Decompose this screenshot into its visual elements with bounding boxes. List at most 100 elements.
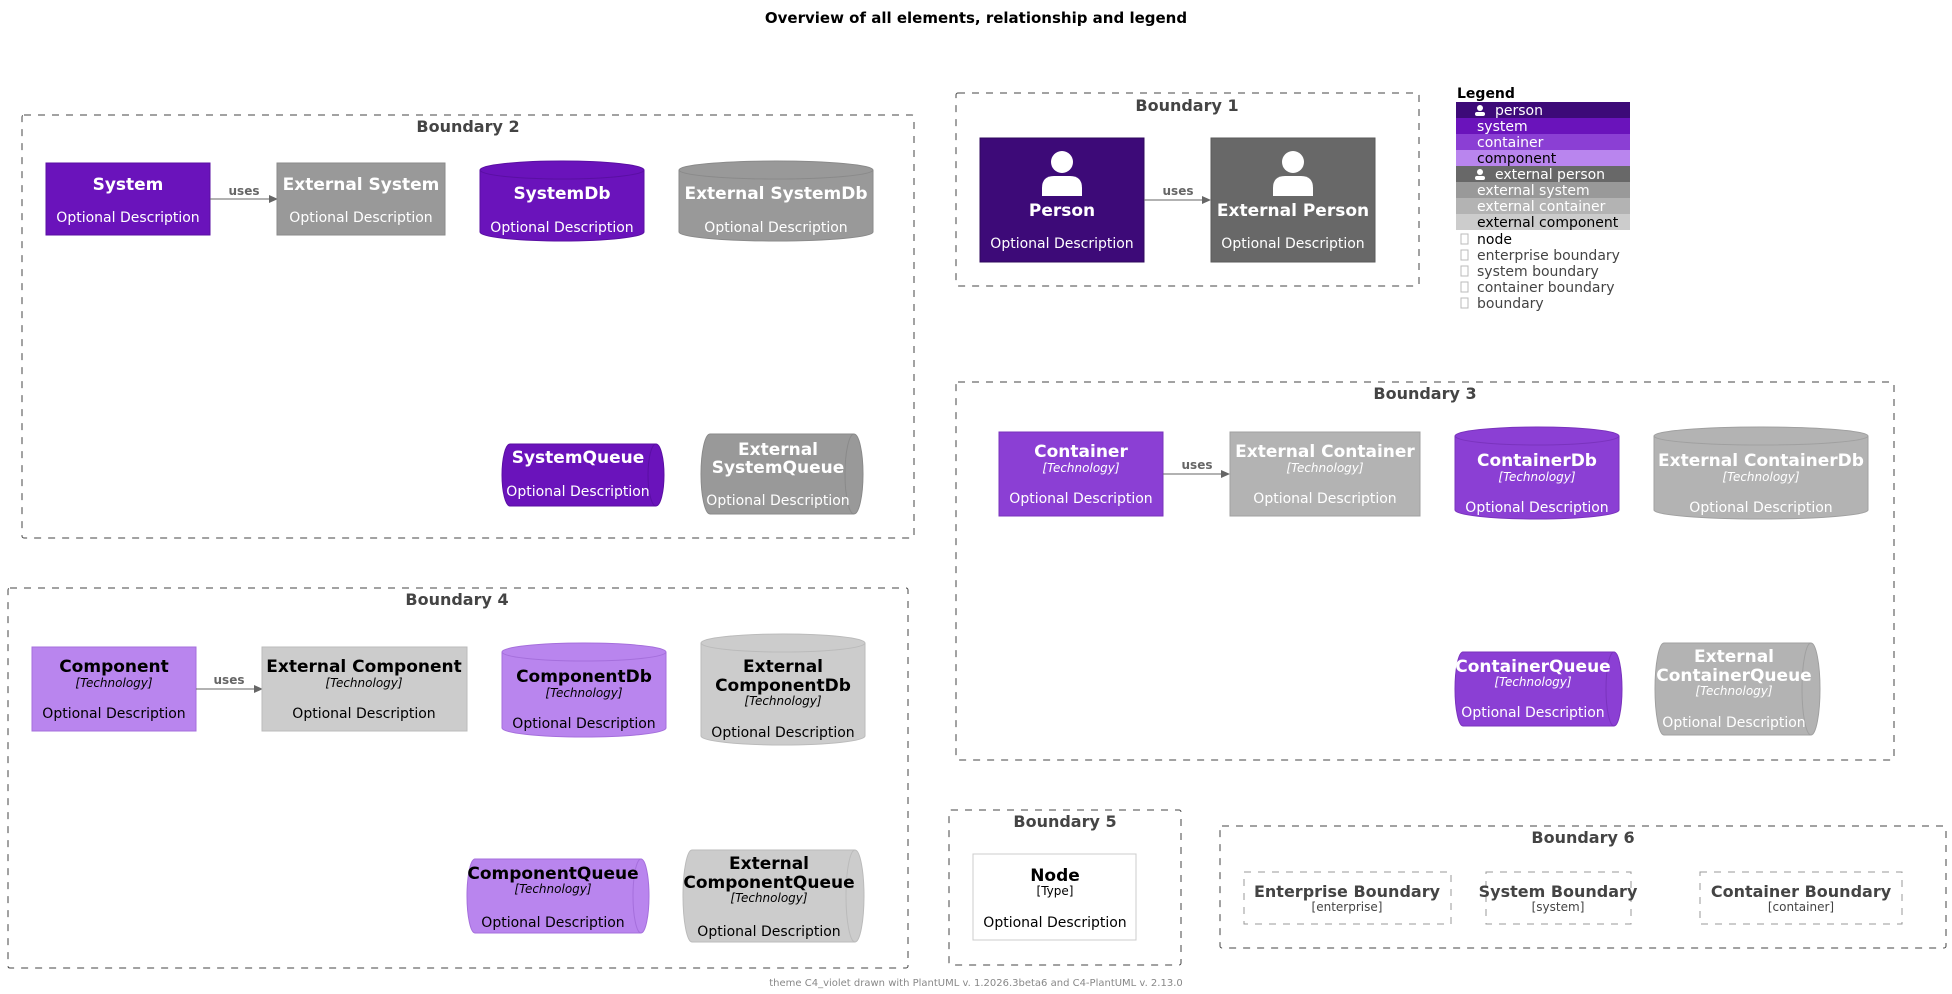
external-componentqueue-desc: Optional Description [697, 924, 840, 940]
boundary-2-title: Boundary 2 [416, 117, 519, 136]
person-element[interactable]: Person Optional Description [979, 137, 1145, 263]
boundary-3: Boundary 3 Container [Technology] Option… [955, 381, 1895, 761]
legend-item-component: component [1477, 151, 1557, 167]
uses-label: uses [1163, 184, 1194, 198]
system-title: System [93, 175, 164, 195]
containerqueue-tech: [Technology] [1494, 675, 1571, 689]
boundary-3-title: Boundary 3 [1373, 384, 1476, 403]
external-componentqueue-element[interactable]: External ComponentQueue [Technology] Opt… [682, 849, 865, 943]
person-icon [1042, 151, 1082, 196]
external-system-title: External System [283, 175, 440, 195]
enterprise-boundary-tag: [enterprise] [1312, 900, 1383, 914]
componentdb-element[interactable]: ComponentDb [Technology] Optional Descri… [501, 642, 667, 738]
person-icon [1475, 105, 1485, 116]
uses-label: uses [1182, 458, 1213, 472]
uses-relationship-container: uses [1163, 458, 1230, 478]
external-systemdb-desc: Optional Description [704, 220, 847, 236]
boundary-1-title: Boundary 1 [1135, 96, 1238, 115]
external-containerdb-title: External ContainerDb [1658, 451, 1864, 471]
componentdb-tech: [Technology] [545, 686, 622, 700]
legend-item-external-person: external person [1495, 167, 1605, 183]
systemqueue-element[interactable]: SystemQueue Optional Description [501, 443, 665, 507]
container-boundary-element[interactable]: Container Boundary [container] [1699, 871, 1903, 925]
external-containerdb-tech: [Technology] [1722, 470, 1799, 484]
containerqueue-element[interactable]: ContainerQueue [Technology] Optional Des… [1454, 651, 1623, 727]
external-component-desc: Optional Description [292, 706, 435, 722]
containerdb-tech: [Technology] [1498, 470, 1575, 484]
legend-item-enterprise-boundary: enterprise boundary [1477, 248, 1620, 264]
node-element[interactable]: Node [Type] Optional Description [972, 853, 1137, 941]
external-containerqueue-title-1: External [1694, 647, 1774, 667]
external-container-element[interactable]: External Container [Technology] Optional… [1229, 431, 1421, 517]
person-title: Person [1029, 201, 1095, 221]
external-componentdb-element[interactable]: External ComponentDb [Technology] Option… [700, 633, 866, 746]
legend-title: Legend [1457, 86, 1515, 102]
componentqueue-title: ComponentQueue [467, 864, 638, 884]
componentdb-title: ComponentDb [516, 667, 652, 687]
legend-item-container-boundary: container boundary [1477, 280, 1615, 296]
container-element[interactable]: Container [Technology] Optional Descript… [998, 431, 1164, 517]
container-tech: [Technology] [1042, 461, 1119, 475]
external-componentqueue-tech: [Technology] [730, 891, 807, 905]
external-component-title: External Component [266, 657, 462, 677]
external-component-element[interactable]: External Component [Technology] Optional… [261, 646, 468, 732]
containerqueue-desc: Optional Description [1461, 705, 1604, 721]
boundary-6: Boundary 6 Enterprise Boundary [enterpri… [1219, 825, 1947, 949]
componentqueue-tech: [Technology] [514, 882, 591, 896]
boundary-1: Boundary 1 Person Optional Description u… [955, 92, 1420, 287]
container-title: Container [1034, 442, 1128, 462]
person-icon [1273, 151, 1313, 196]
external-containerqueue-tech: [Technology] [1695, 684, 1772, 698]
external-systemdb-element[interactable]: External SystemDb Optional Description [678, 160, 874, 242]
boundary-6-title: Boundary 6 [1531, 828, 1634, 847]
containerqueue-title: ContainerQueue [1455, 657, 1610, 677]
external-containerqueue-desc: Optional Description [1662, 715, 1805, 731]
enterprise-boundary-element[interactable]: Enterprise Boundary [enterprise] [1243, 871, 1452, 925]
legend-item-external-component: external component [1477, 215, 1619, 231]
container-desc: Optional Description [1009, 491, 1152, 507]
component-title: Component [59, 657, 169, 677]
external-container-desc: Optional Description [1253, 491, 1396, 507]
external-containerqueue-element[interactable]: External ContainerQueue [Technology] Opt… [1654, 642, 1821, 736]
boundary-4: Boundary 4 Component [Technology] Option… [7, 587, 909, 969]
boundary-5: Boundary 5 Node [Type] Optional Descript… [948, 809, 1182, 966]
boundary-2: Boundary 2 System Optional Description u… [21, 114, 915, 539]
componentqueue-element[interactable]: ComponentQueue [Technology] Optional Des… [466, 858, 650, 934]
containerdb-desc: Optional Description [1465, 500, 1608, 516]
external-system-element[interactable]: External System Optional Description [276, 162, 446, 236]
external-componentdb-title-1: External [743, 657, 823, 677]
external-person-element[interactable]: External Person Optional Description [1210, 137, 1376, 263]
boundary-5-title: Boundary 5 [1013, 812, 1116, 831]
container-boundary-tag: [container] [1768, 900, 1834, 914]
legend-item-system-boundary: system boundary [1477, 264, 1599, 280]
external-componentdb-tech: [Technology] [744, 694, 821, 708]
containerdb-element[interactable]: ContainerDb [Technology] Optional Descri… [1454, 426, 1620, 520]
external-systemqueue-element[interactable]: External SystemQueue Optional Descriptio… [700, 433, 864, 515]
component-element[interactable]: Component [Technology] Optional Descript… [31, 646, 197, 732]
systemdb-title: SystemDb [513, 184, 610, 204]
legend-item-person: person [1495, 103, 1543, 119]
external-person-title: External Person [1217, 201, 1369, 221]
system-boundary-element[interactable]: System Boundary [system] [1479, 871, 1638, 925]
legend-item-node: node [1477, 232, 1512, 248]
system-boundary-tag: [system] [1532, 900, 1585, 914]
systemdb-element[interactable]: SystemDb Optional Description [479, 160, 645, 242]
uses-relationship-person: uses [1144, 184, 1211, 204]
external-containerdb-element[interactable]: External ContainerDb [Technology] Option… [1653, 426, 1869, 520]
external-component-tech: [Technology] [325, 676, 402, 690]
uses-relationship-component: uses [196, 673, 263, 693]
system-boundary-title: System Boundary [1479, 882, 1638, 901]
uses-label: uses [229, 184, 260, 198]
node-type: [Type] [1037, 884, 1074, 898]
componentdb-desc: Optional Description [512, 716, 655, 732]
external-containerdb-desc: Optional Description [1689, 500, 1832, 516]
external-componentdb-desc: Optional Description [711, 725, 854, 741]
legend-item-boundary: boundary [1477, 296, 1544, 312]
node-title: Node [1030, 866, 1080, 886]
system-element[interactable]: System Optional Description [45, 162, 211, 236]
external-systemdb-title: External SystemDb [684, 184, 867, 204]
external-containerqueue-title-2: ContainerQueue [1656, 666, 1811, 686]
container-boundary-title: Container Boundary [1711, 882, 1892, 901]
external-componentqueue-title-2: ComponentQueue [683, 873, 854, 893]
